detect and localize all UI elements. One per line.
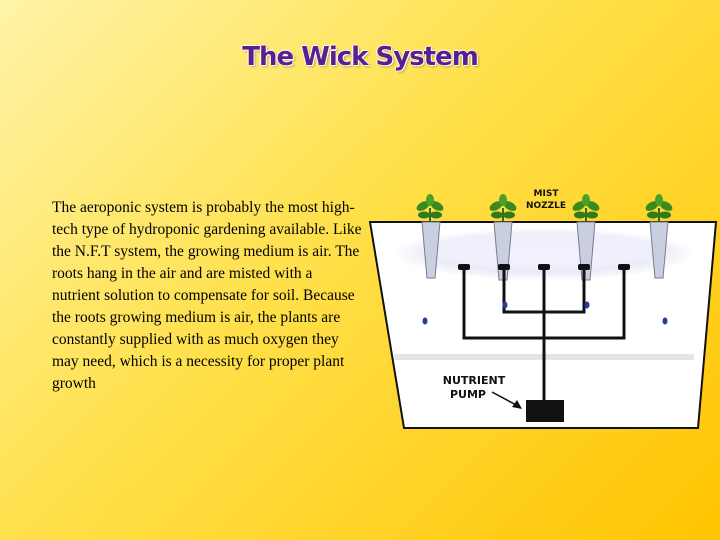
aeroponic-diagram: MIST NOZZLE NUTRIENT PUMP bbox=[368, 189, 718, 429]
mist-nozzles bbox=[458, 264, 630, 270]
plants bbox=[416, 194, 673, 222]
nutrient-drips bbox=[422, 301, 668, 325]
mist-label-line2: NOZZLE bbox=[526, 201, 566, 211]
mist-label-line1: MIST bbox=[534, 189, 560, 199]
pump-label-line2: PUMP bbox=[450, 388, 486, 401]
slide-title: The Wick System bbox=[242, 42, 479, 72]
nutrient-pump bbox=[526, 400, 564, 422]
pump-arrow bbox=[491, 391, 522, 409]
pump-label-line1: NUTRIENT bbox=[443, 374, 506, 387]
slide-body-text: The aeroponic system is probably the mos… bbox=[52, 199, 362, 392]
manifold-pipes bbox=[462, 268, 626, 402]
